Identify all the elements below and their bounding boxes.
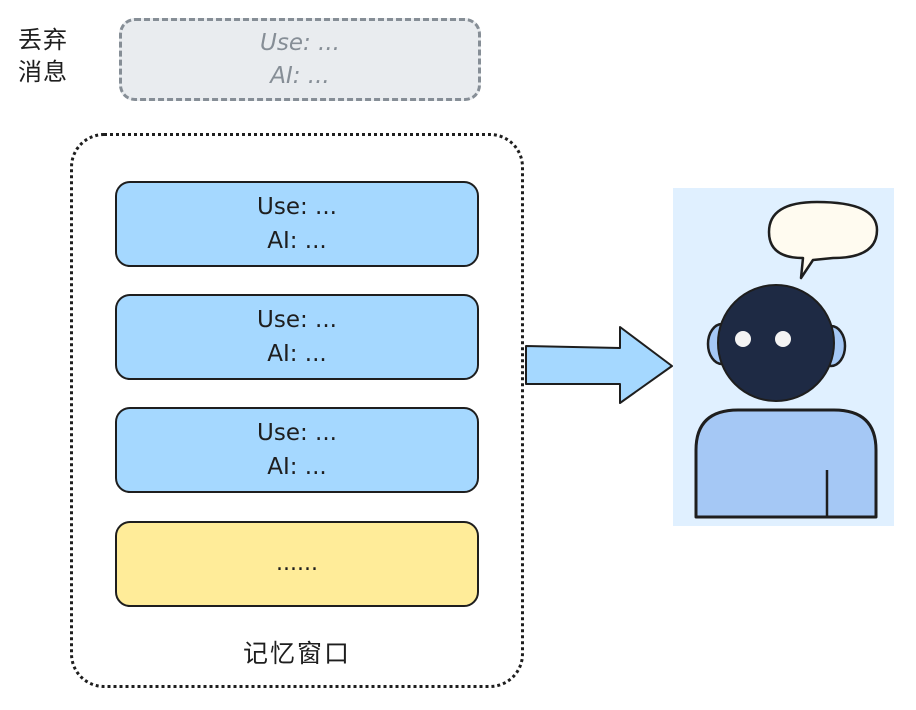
agent-body [694, 408, 878, 519]
speech-bubble-icon [767, 200, 879, 280]
message-ai-line: AI: ... [267, 228, 327, 254]
message-user-line: Use: ... [257, 194, 337, 220]
agent-left-eye [735, 331, 751, 347]
discarded-label: 丢弃 消息 [18, 24, 68, 88]
discarded-label-line1: 丢弃 [18, 26, 68, 54]
message-user-line: Use: ... [257, 307, 337, 333]
message-user-line: Use: ... [257, 420, 337, 446]
message-ai-line: AI: ... [267, 341, 327, 367]
memory-window-label: 记忆窗口 [242, 639, 351, 668]
agent-right-eye [775, 331, 791, 347]
discarded-label-line2: 消息 [18, 58, 68, 86]
discarded-message-box: Use: ... AI: ... [119, 18, 481, 101]
discarded-user-line: Use: ... [260, 29, 340, 56]
robot-agent-icon [694, 200, 879, 519]
memory-message-3: Use: ... AI: ... [115, 407, 479, 493]
message-ai-line: AI: ... [267, 454, 327, 480]
memory-message-2: Use: ... AI: ... [115, 294, 479, 380]
memory-more-ellipsis: ...... [276, 551, 318, 576]
agent-head [717, 284, 835, 402]
memory-message-1: Use: ... AI: ... [115, 181, 479, 267]
right-arrow-icon [525, 326, 673, 404]
discarded-ai-line: AI: ... [270, 62, 330, 89]
memory-more-box: ...... [115, 521, 479, 607]
memory-window [70, 133, 524, 688]
